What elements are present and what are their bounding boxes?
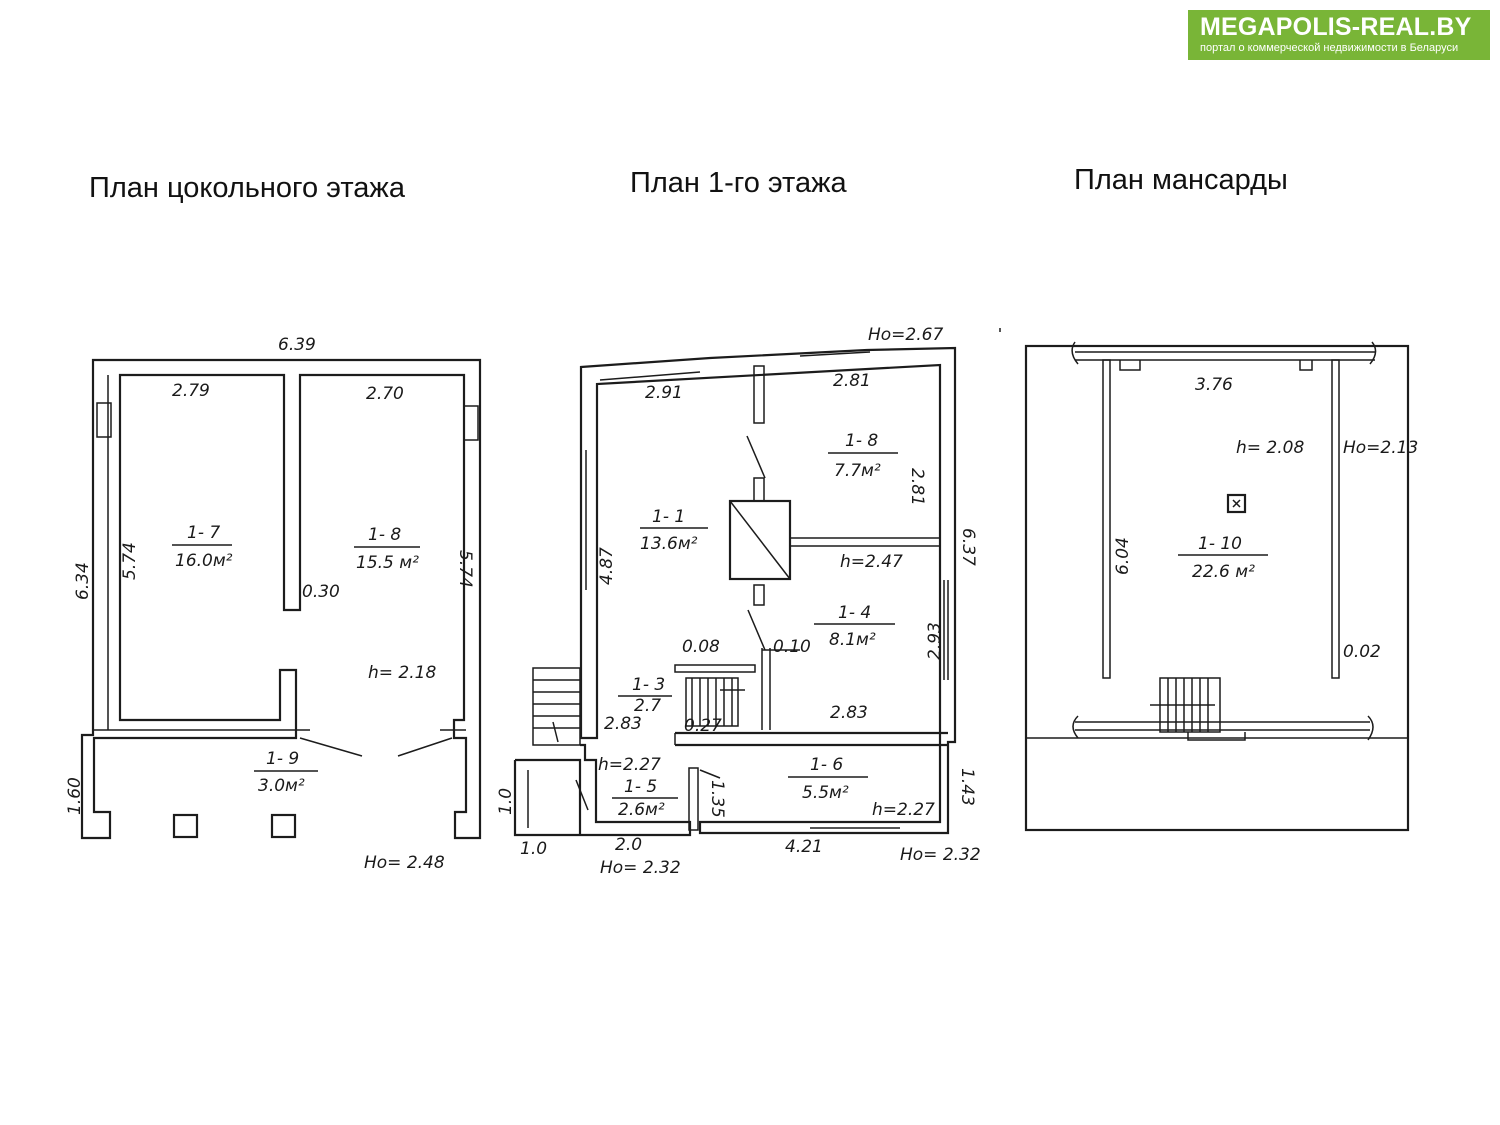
first-floor-stairs: [685, 677, 745, 727]
room-id: 1- 1: [652, 507, 685, 527]
basement-pillar-1: [172, 813, 199, 839]
room-area: 2.6м²: [618, 800, 665, 820]
basement-plan: 6.39 2.79 2.70 6.34 5.74 5.74 0.30 h= 2.…: [65, 335, 482, 873]
room-label: 1- 4 8.1м²: [814, 603, 895, 650]
room-area: 3.0м²: [258, 776, 305, 796]
basement-outer-height: Hо= 2.48: [364, 853, 445, 873]
room-area: 5.5м²: [802, 783, 849, 803]
room-id: 1- 10: [1198, 534, 1242, 554]
attic-outer-height: Hо=2.13: [1343, 438, 1418, 458]
first-floor-dim-135: 1.35: [707, 780, 727, 818]
room-area: 15.5 м²: [356, 553, 419, 573]
first-floor-dim-14-width: 2.83: [830, 703, 868, 723]
first-floor-h-bottom-right: Hо= 2.32: [900, 845, 981, 865]
first-floor-dim-10-bottom: 1.0: [520, 839, 547, 859]
basement-height-outer: 6.34: [73, 562, 93, 600]
first-floor-plan: Hо=2.67 2.91 2.81 2.81 4.87 6.37 h=2.47 …: [496, 325, 981, 878]
first-floor-dim-008: 0.08: [682, 637, 720, 657]
basement-wall-thickness: 0.30: [302, 582, 340, 602]
first-floor-dim-right-height: 6.37: [958, 528, 978, 566]
logo-tagline: портал о коммерческой недвижимости в Бел…: [1200, 42, 1459, 54]
basement-window-right: [463, 405, 479, 441]
attic-plan-title: План мансарды: [1074, 164, 1288, 196]
first-floor-dim-421: 4.21: [785, 837, 823, 857]
room-area: 8.1м²: [829, 630, 876, 650]
attic-dim-002: 0.02: [1343, 642, 1381, 662]
room-label: 1- 10 22.6 м²: [1178, 534, 1268, 582]
room-label: 1- 5 2.6м²: [612, 777, 678, 820]
room-id: 1- 3: [632, 675, 665, 695]
first-floor-outer-wall: [579, 346, 957, 835]
room-id: 1- 8: [368, 525, 401, 545]
basement-dim-left-room: 2.79: [172, 381, 210, 401]
room-id: 1- 7: [187, 523, 220, 543]
room-label: 1- 1 13.6м²: [640, 507, 708, 554]
first-floor-ceiling-main: h=2.47: [840, 552, 903, 572]
first-floor-dim-14-height: 2.93: [925, 622, 945, 660]
first-floor-dim-283-small: 2.83: [604, 714, 642, 734]
room-label: 1- 6 5.5м²: [788, 755, 868, 803]
basement-window-left: [96, 402, 112, 438]
room-area: 2.7: [634, 696, 661, 716]
room-id: 1- 4: [838, 603, 871, 623]
first-floor-dim-010: 0.10: [773, 637, 811, 657]
first-floor-plan-title: План 1-го этажа: [630, 167, 847, 199]
basement-ceiling-height: h= 2.18: [368, 663, 436, 683]
first-floor-ceiling-bottom: h=2.27: [598, 755, 661, 775]
basement-width-total: 6.39: [278, 335, 316, 355]
basement-height-left: 5.74: [120, 542, 140, 580]
first-floor-dim-20-bottom: 2.0: [615, 835, 642, 855]
first-floor-dim-10-vert: 1.0: [496, 788, 516, 815]
room-area: 16.0м²: [175, 551, 233, 571]
room-label: 1- 3 2.7: [618, 675, 672, 716]
first-floor-dim-027: 0.27: [684, 716, 722, 736]
first-floor-h-bottom-left: Hо= 2.32: [600, 858, 681, 878]
basement-height-right: 5.74: [455, 550, 475, 588]
basement-outer-wall: [80, 358, 482, 840]
room-area: 7.7м²: [834, 461, 881, 481]
first-floor-h-top: Hо=2.67: [868, 325, 943, 345]
first-floor-ceiling-16: h=2.27: [872, 800, 935, 820]
first-floor-dim-side-18: 2.81: [907, 468, 927, 506]
first-floor-dim-top-left: 2.91: [645, 383, 683, 403]
room-id: 1- 8: [845, 431, 878, 451]
attic-dim-height: 6.04: [1113, 537, 1133, 575]
room-label: 1- 8 7.7м²: [828, 431, 898, 481]
attic-stairs: [1150, 677, 1246, 741]
basement-dim-right-room: 2.70: [366, 384, 404, 404]
room-id: 1- 5: [624, 777, 657, 797]
attic-dim-width: 3.76: [1195, 375, 1233, 395]
room-area: 13.6м²: [640, 534, 698, 554]
first-floor-dim-143: 1.43: [957, 768, 977, 806]
attic-chimney: [1226, 493, 1247, 514]
site-logo[interactable]: MEGAPOLIS-REAL.BY портал о коммерческой …: [1188, 10, 1490, 60]
basement-plan-title: План цокольного этажа: [89, 172, 405, 204]
logo-title: MEGAPOLIS-REAL.BY: [1200, 13, 1472, 41]
attic-ceiling: h= 2.08: [1236, 438, 1304, 458]
room-label: 1- 7 16.0м²: [172, 523, 233, 571]
attic-outer-wall: [1024, 344, 1410, 832]
room-label: 1- 9 3.0м²: [254, 749, 318, 796]
room-id: 1- 9: [266, 749, 299, 769]
room-id: 1- 6: [810, 755, 843, 775]
room-area: 22.6 м²: [1192, 562, 1255, 582]
attic-plan: 3.76 h= 2.08 Hо=2.13 6.04 0.02 1- 10 22.…: [999, 328, 1418, 832]
basement-pillar-2: [270, 813, 297, 839]
first-floor-dim-left-height: 4.87: [597, 547, 617, 585]
room-label: 1- 8 15.5 м²: [354, 525, 420, 573]
basement-porch-depth: 1.60: [65, 777, 85, 815]
first-floor-dim-top-right: 2.81: [833, 371, 871, 391]
